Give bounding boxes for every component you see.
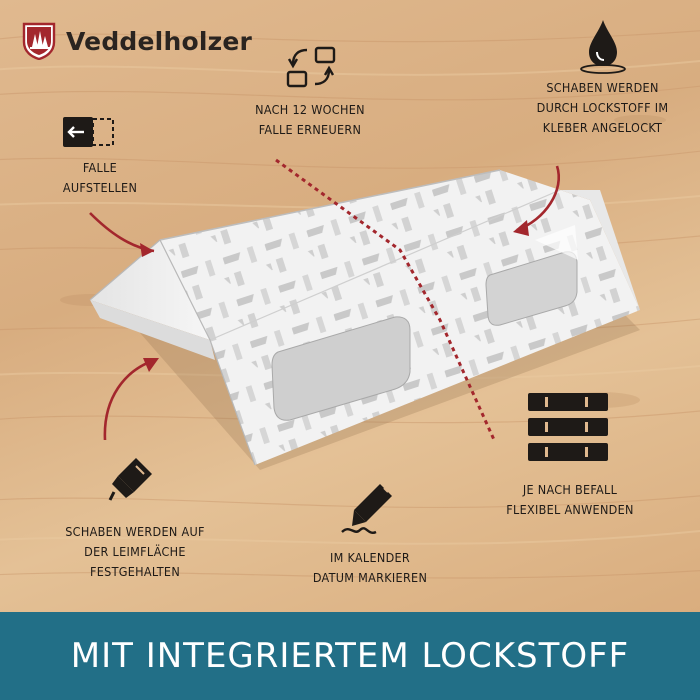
banner: MIT INTEGRIERTEM LOCKSTOFF: [0, 612, 700, 700]
pen-write-icon: [341, 484, 392, 535]
forest-crest-icon: [22, 22, 56, 60]
glue-tube-icon: [108, 458, 152, 501]
banner-text: MIT INTEGRIERTEM LOCKSTOFF: [70, 636, 630, 676]
insert-trap-icon: [63, 117, 114, 147]
caption-renew: NACH 12 WOCHEN FALLE ERNEUERN: [255, 102, 365, 137]
arrow-glue: [103, 358, 159, 441]
stacked-traps-icon: [528, 393, 608, 461]
drop-icon: [580, 20, 626, 74]
caption-glue: SCHABEN WERDEN AUF DER LEIMFLÄCHE FESTGE…: [65, 524, 205, 579]
caption-date: IM KALENDER DATUM MARKIEREN: [312, 550, 428, 585]
swap-arrows-icon: [286, 46, 336, 88]
caption-setup: FALLE AUFSTELLEN: [62, 160, 138, 195]
arrow-setup: [89, 212, 155, 257]
brand-name: Veddelholzer: [66, 26, 253, 56]
dotted-divider-line: [275, 158, 497, 443]
trap-product-image: [89, 169, 640, 470]
caption-lure: SCHABEN WERDEN DURCH LOCKSTOFF IM KLEBER…: [536, 80, 669, 135]
caption-stack: JE NACH BEFALL FLEXIBEL ANWENDEN: [506, 482, 634, 517]
brand: Veddelholzer: [22, 22, 252, 60]
arrow-lure: [513, 165, 560, 236]
